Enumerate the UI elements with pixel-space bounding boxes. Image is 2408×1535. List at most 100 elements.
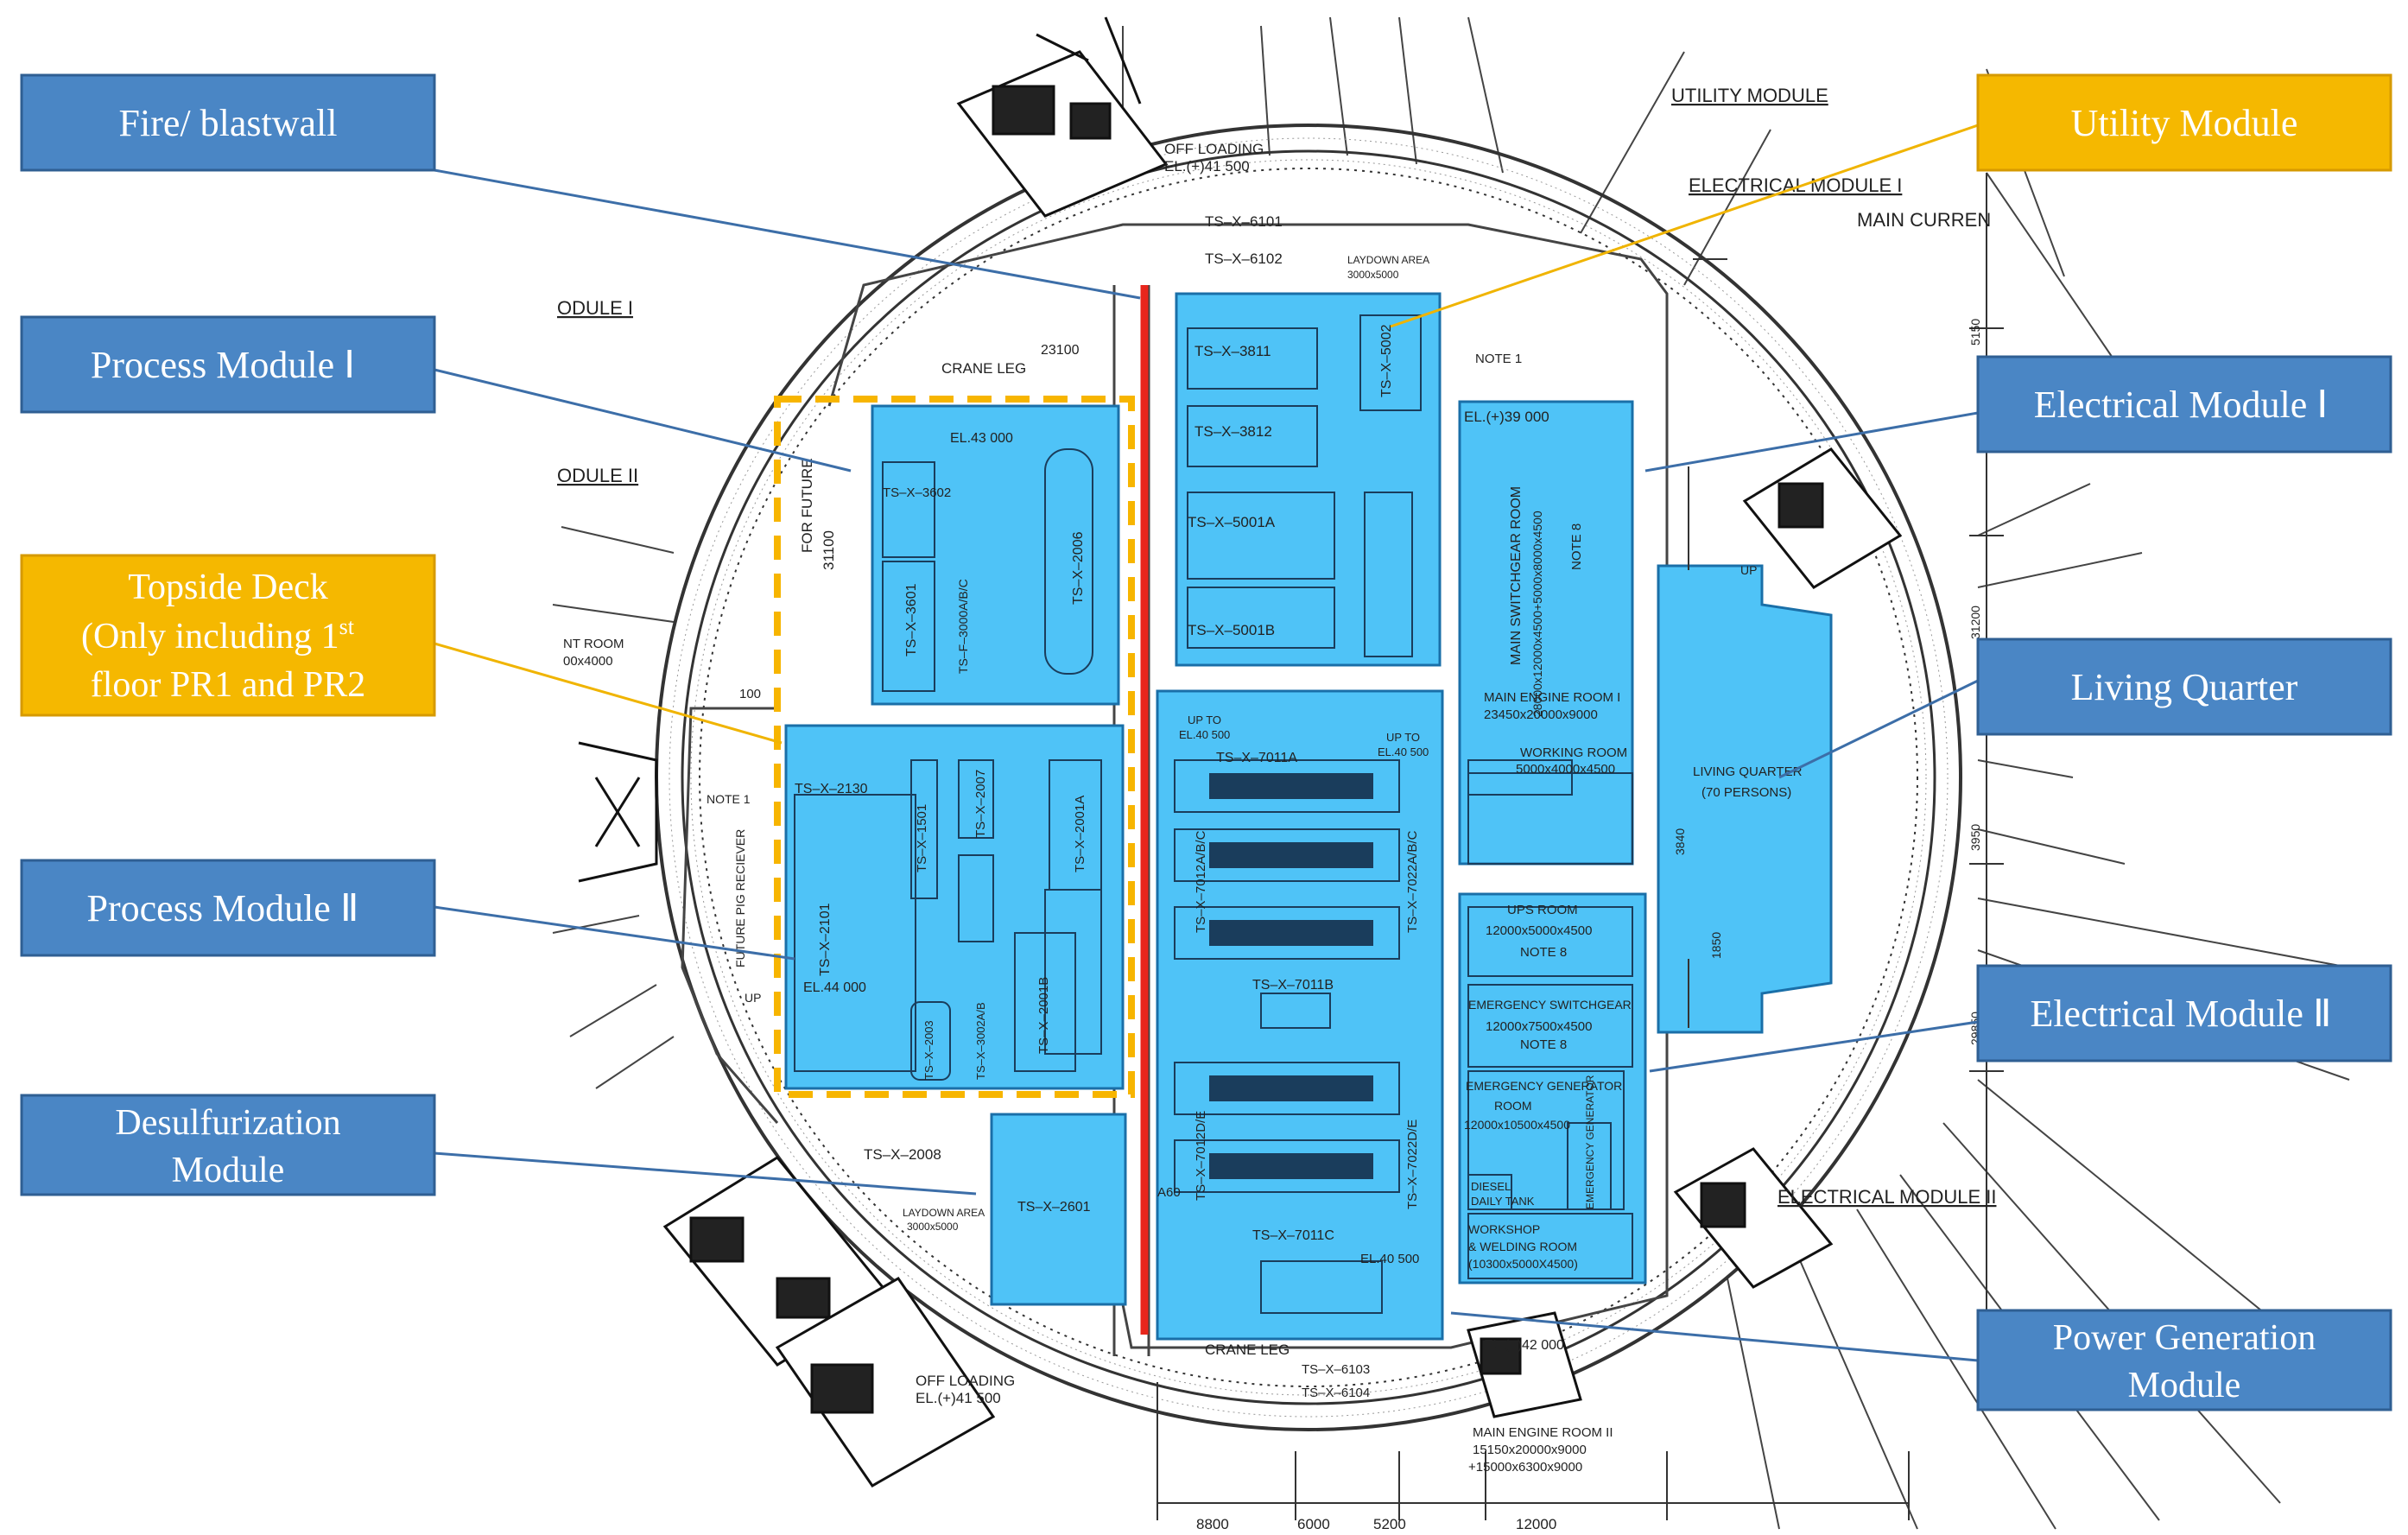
callout-topside-deck-line2-pre: (Only including 1	[81, 617, 339, 656]
callout-power-generation-line1: Power Generation	[2053, 1318, 2316, 1358]
dl-ts-2001b: TS–X–2001B	[1036, 977, 1051, 1054]
dl-ts-2006: TS–X–2006	[1071, 531, 1086, 605]
dl-workshop: WORKSHOP	[1468, 1222, 1540, 1236]
dl-el-44000: EL.44 000	[803, 980, 866, 995]
dl-main-engine-room-2-dim2: +15000x6300x9000	[1468, 1460, 1582, 1475]
dl-laydown-bottom: LAYDOWN AREA	[903, 1207, 985, 1219]
lifeboat-right-top	[1742, 447, 1903, 589]
dl-note-8-a: NOTE 8	[1569, 523, 1584, 570]
off-loading-bottom-el: EL.(+)41 500	[916, 1390, 1001, 1406]
topside-deck-boundary	[774, 396, 1135, 1098]
off-loading-top-label: OFF LOADING	[1164, 141, 1264, 157]
callout-living-quarter: Living Quarter	[1976, 637, 2392, 736]
lifeboat-right-bottom	[1673, 1147, 1834, 1289]
dl-emergency-switchgear: EMERGENCY SWITCHGEAR	[1468, 998, 1632, 1012]
callout-process-module-2: Process Module Ⅱ	[20, 859, 436, 957]
dl-note-1-top: NOTE 1	[1475, 352, 1522, 366]
utility-module-area	[1175, 292, 1442, 667]
dl-working-room-dim: 5000x4000x4500	[1516, 762, 1615, 777]
dl-ts-3812: TS–X–3812	[1194, 423, 1272, 440]
off-loading-bottom-label: OFF LOADING	[916, 1373, 1015, 1389]
dl-main-curren: MAIN CURREN	[1857, 209, 1991, 231]
offloading-station-top	[956, 16, 1169, 218]
callout-fire-blastwall-text: Fire/ blastwall	[119, 102, 338, 144]
callout-electrical-module-1: Electrical Module Ⅰ	[1976, 355, 2392, 454]
dl-ts-7011c: TS–X–7011C	[1252, 1228, 1334, 1243]
dl-ts-7022de: TS–X–7022D/E	[1405, 1120, 1420, 1209]
dl-future-pig: FUTURE PIG RECIEVER	[733, 829, 747, 967]
dl-dim-1850: 1850	[1709, 932, 1723, 959]
dl-emergency-generator-dim: 12000x10500x4500	[1464, 1118, 1570, 1132]
dl-ts-6104: TS–X–6104	[1302, 1386, 1370, 1400]
dl-ts-2007: TS–X–2007	[973, 770, 988, 838]
left-pig-structure	[578, 741, 658, 883]
dl-ts-6101: TS–X–6101	[1205, 213, 1283, 230]
off-loading-top-el: EL.(+)41 500	[1164, 158, 1250, 174]
dl-ts-2601: TS–X–2601	[1017, 1200, 1091, 1215]
dl-ts-6102: TS–X–6102	[1205, 251, 1283, 267]
desulfurization-area	[990, 1113, 1127, 1306]
dl-ups-room-dim: 12000x5000x4500	[1486, 923, 1592, 938]
living-quarter-area	[1657, 564, 1833, 1034]
dl-dim-8800: 8800	[1196, 1516, 1229, 1532]
callout-process-module-1: Process Module Ⅰ	[20, 315, 436, 414]
dl-emergency-generator: EMERGENCY GENERATOR	[1584, 1075, 1596, 1209]
callout-topside-deck-line3: floor PR1 and PR2	[91, 665, 366, 705]
dl-dim-12000: 12000	[1516, 1516, 1556, 1532]
dl-ts-5001b: TS–X–5001B	[1188, 622, 1275, 638]
equipment-outlines	[794, 314, 1633, 1314]
dl-ts-7011b: TS–X–7011B	[1252, 978, 1334, 993]
dl-ts-1501: TS–X–1501	[915, 804, 929, 872]
bottom-dimensions	[1156, 1382, 1910, 1520]
dl-utility-module: UTILITY MODULE	[1671, 85, 1828, 106]
dl-module-ii: ODULE II	[557, 465, 638, 486]
callout-power-generation: Power Generation Module	[1976, 1309, 2392, 1411]
dl-ts-6103: TS–X–6103	[1302, 1362, 1370, 1377]
dl-main-switchgear-dim: 28000x12000x4500+5000x8000x4500	[1530, 511, 1544, 717]
dl-dim-3950: 3950	[1968, 824, 1982, 851]
dl-laydown-top: LAYDOWN AREA	[1347, 254, 1429, 266]
dl-emergency-generator-room: EMERGENCY GENERATOR	[1466, 1079, 1622, 1093]
dl-emergency-switchgear-dim: 12000x7500x4500	[1486, 1019, 1592, 1034]
dl-ts-3000: TS–F–3000A/B/C	[956, 579, 970, 674]
dl-for-future: FOR FUTURE	[799, 458, 815, 553]
callout-desulfurization-line2: Module	[172, 1151, 285, 1190]
dl-ts-2001a: TS–X–2001A	[1073, 796, 1087, 872]
callout-process-module-1-text: Process Module Ⅰ	[91, 344, 355, 386]
dl-el-40500: EL.40 500	[1360, 1252, 1419, 1266]
dl-main-switchgear-room: MAIN SWITCHGEAR ROOM	[1509, 486, 1524, 665]
dl-dim-5200: 5200	[1373, 1516, 1406, 1532]
dl-up-to-2: UP TO	[1386, 731, 1420, 744]
dl-module-i: ODULE I	[557, 297, 633, 319]
dl-daily-tank: DAILY TANK	[1471, 1195, 1535, 1208]
dl-note-8-c: NOTE 8	[1520, 1037, 1567, 1052]
dl-electrical-module-2: ELECTRICAL MODULE II	[1777, 1186, 1996, 1208]
process-module-1-area	[871, 404, 1120, 706]
dl-ts-3811: TS–X–3811	[1194, 343, 1271, 359]
dl-working-room: WORKING ROOM	[1520, 745, 1627, 760]
dl-for-future-dim: 31100	[821, 530, 837, 570]
dl-ts-5001a: TS–X–5001A	[1188, 514, 1276, 530]
callout-desulfurization-line1: Desulfurization	[115, 1103, 340, 1143]
dl-ts-2101: TS–X–2101	[818, 903, 833, 976]
drawing-text-labels: UTILITY MODULE ELECTRICAL MODULE I MAIN …	[557, 85, 1996, 1532]
callout-desulfurization: Desulfurization Module	[20, 1094, 436, 1196]
dl-dim-6000: 6000	[1297, 1516, 1330, 1532]
dl-ts-3601: TS–X–3601	[904, 583, 919, 656]
dl-main-engine-room-2: MAIN ENGINE ROOM II	[1473, 1425, 1613, 1440]
callout-utility-module-text: Utility Module	[2071, 102, 2298, 144]
callout-process-module-2-text: Process Module Ⅱ	[87, 887, 359, 929]
callout-topside-deck-line2: (Only including 1st	[81, 614, 355, 656]
dl-up-to-1b: EL.40 500	[1179, 728, 1230, 741]
offloading-station-bottom	[662, 1156, 996, 1487]
lifeboat-bottom-right	[1467, 1311, 1582, 1418]
walkway-hatch	[669, 137, 1949, 1418]
dl-laydown-top-dim: 3000x5000	[1347, 269, 1399, 281]
dl-note-8-b: NOTE 8	[1520, 945, 1567, 960]
engine-details	[1209, 773, 1373, 1179]
dl-ts-7022abc: TS–X–7022A/B/C	[1405, 830, 1420, 933]
dl-ts-2008: TS–X–2008	[864, 1146, 941, 1163]
dl-living-quarter: LIVING QUARTER	[1693, 764, 1803, 779]
dl-main-engine-room-1: MAIN ENGINE ROOM I	[1484, 690, 1620, 705]
